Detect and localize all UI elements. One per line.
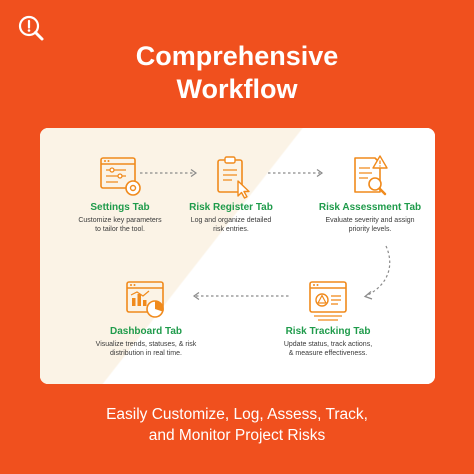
flow-arrow-right: [268, 169, 324, 177]
document-warning-search-icon: [354, 155, 388, 196]
step-description: Update status, track actions, & measure …: [268, 340, 388, 358]
step-description-line: risk entries.: [213, 226, 249, 233]
step-title: Dashboard Tab: [109, 326, 183, 337]
step-description-line: priority levels.: [348, 226, 392, 233]
step-title: Risk Tracking Tab: [285, 326, 371, 337]
search-alert-icon: [18, 15, 44, 41]
dashboard-chart-icon: [126, 281, 164, 318]
browser-warning-icon: [309, 281, 347, 321]
step-dashboard-tab: Dashboard Tab Visualize trends, statuses…: [86, 278, 206, 358]
step-description-line: Log and organize detailed: [190, 217, 272, 224]
step-description-line: Visualize trends, statuses, & risk: [95, 341, 197, 348]
step-description-line: to tailor the tool.: [95, 226, 145, 233]
tagline: Easily Customize, Log, Assess, Track, an…: [0, 404, 474, 446]
step-title: Settings Tab: [90, 202, 150, 213]
step-description: Log and organize detailed risk entries.: [171, 216, 291, 234]
page-title-line1: Comprehensive: [135, 41, 339, 71]
page-title-line2: Workflow: [176, 74, 298, 104]
step-description-line: Update status, track actions,: [283, 341, 373, 348]
step-description: Visualize trends, statuses, & risk distr…: [86, 340, 206, 358]
step-risk-assessment-tab: Risk Assessment Tab Evaluate severity an…: [310, 154, 430, 234]
step-risk-register-tab: Risk Register Tab Log and organize detai…: [171, 154, 291, 234]
step-settings-tab: Settings Tab Customize key parameters to…: [60, 154, 180, 234]
step-title: Risk Register Tab: [189, 202, 273, 213]
tagline-line2: and Monitor Project Risks: [148, 427, 326, 444]
settings-window-icon: [100, 157, 141, 196]
step-description: Evaluate severity and assign priority le…: [310, 216, 430, 234]
step-title: Risk Assessment Tab: [318, 202, 422, 213]
step-risk-tracking-tab: Risk Tracking Tab Update status, track a…: [268, 278, 388, 358]
flow-arrow-curved-down: [363, 245, 391, 300]
tagline-line1: Easily Customize, Log, Assess, Track,: [106, 406, 368, 423]
step-description-line: distribution in real time.: [110, 350, 182, 357]
step-description-line: & measure effectiveness.: [288, 350, 368, 357]
step-description-line: Evaluate severity and assign: [325, 217, 415, 224]
card-background-shade: [40, 128, 435, 384]
step-description-line: Customize key parameters: [78, 217, 162, 224]
step-description: Customize key parameters to tailor the t…: [60, 216, 180, 234]
flow-arrow-left: [192, 292, 290, 300]
clipboard-pointer-icon: [217, 156, 250, 199]
workflow-card: Settings Tab Customize key parameters to…: [40, 128, 435, 384]
page-title: Comprehensive Workflow: [0, 40, 474, 106]
flow-arrow-right: [140, 169, 198, 177]
